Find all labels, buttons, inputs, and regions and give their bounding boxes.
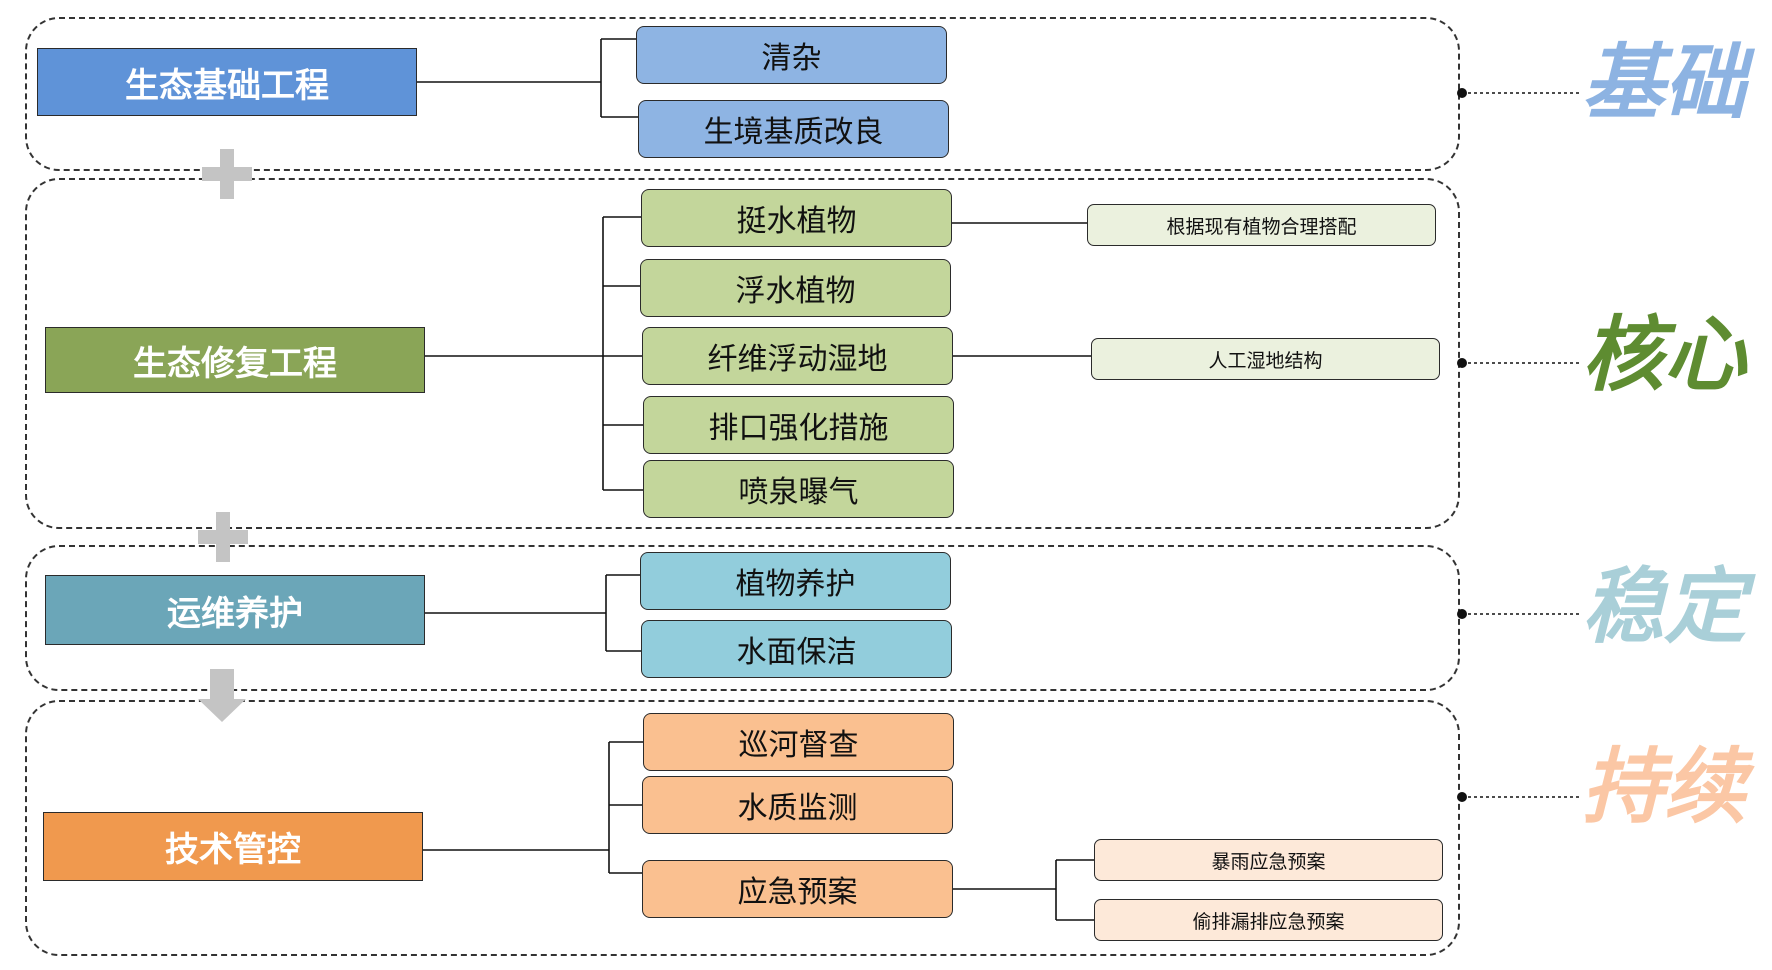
item-node-water-monitoring: 水质监测 xyxy=(642,776,953,834)
item-node-floating-wetland: 纤维浮动湿地 xyxy=(642,327,953,385)
plus-icon xyxy=(198,512,248,562)
arrow-down-icon xyxy=(198,669,246,722)
item-node-floating-plants: 浮水植物 xyxy=(640,259,951,317)
item-node-outlet-measures: 排口强化措施 xyxy=(643,396,954,454)
item-node-clearing: 清杂 xyxy=(636,26,947,84)
tag-restoration: 核心 xyxy=(1582,308,1746,403)
item-node-plant-care: 植物养护 xyxy=(640,552,951,610)
leader-dot-control xyxy=(1457,792,1467,802)
main-node-foundation: 生态基础工程 xyxy=(37,48,417,116)
plus-icon xyxy=(202,149,252,199)
detail-node-rainstorm-plan: 暴雨应急预案 xyxy=(1094,839,1443,881)
tag-control: 持续 xyxy=(1582,740,1746,835)
item-node-substrate: 生境基质改良 xyxy=(638,100,949,158)
leader-dot-maintenance xyxy=(1457,609,1467,619)
main-node-restoration: 生态修复工程 xyxy=(45,327,425,393)
item-node-emergent-plants: 挺水植物 xyxy=(641,189,952,247)
section-restoration-frame xyxy=(25,178,1460,529)
main-node-maintenance: 运维养护 xyxy=(45,575,425,645)
item-node-river-patrol: 巡河督查 xyxy=(643,713,954,771)
leader-dot-foundation xyxy=(1457,88,1467,98)
section-control-frame xyxy=(25,700,1460,956)
item-node-emergency-plan: 应急预案 xyxy=(642,860,953,918)
item-node-surface-cleaning: 水面保洁 xyxy=(641,620,952,678)
tag-foundation: 基础 xyxy=(1582,36,1746,131)
main-node-control: 技术管控 xyxy=(43,812,423,881)
detail-node-illegal-discharge-plan: 偷排漏排应急预案 xyxy=(1094,899,1443,941)
leader-dot-restoration xyxy=(1457,358,1467,368)
item-node-fountain-aeration: 喷泉曝气 xyxy=(643,460,954,518)
tag-maintenance: 稳定 xyxy=(1582,560,1746,655)
detail-node-plant-matching: 根据现有植物合理搭配 xyxy=(1087,204,1436,246)
detail-node-wetland-structure: 人工湿地结构 xyxy=(1091,338,1440,380)
